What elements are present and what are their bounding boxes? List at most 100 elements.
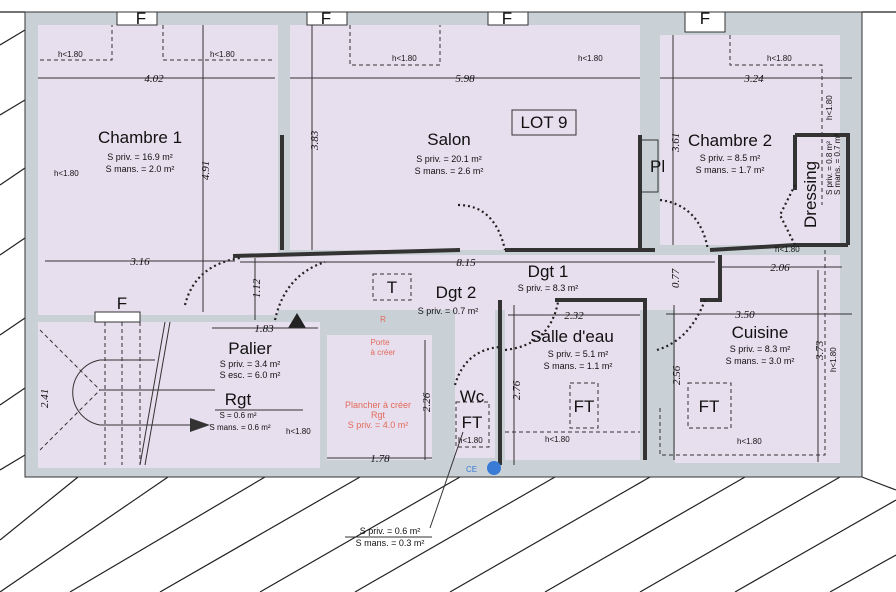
area-priv-wc: S priv. = 0.6 m² — [360, 526, 421, 536]
h-label: h<1.80 — [775, 245, 800, 254]
h-label: h<1.80 — [58, 50, 83, 59]
room-name-salon: Salon — [427, 130, 470, 149]
plancher-priv: S priv. = 4.0 m² — [348, 420, 409, 430]
area-priv-chambre-1: S priv. = 16.9 m² — [107, 152, 173, 162]
room-cuisine — [675, 255, 840, 463]
dimension-label: 3.16 — [129, 256, 150, 268]
window-label: F — [502, 9, 512, 28]
plancher-line-2: Rgt — [371, 410, 386, 420]
dimension-label: 0.77 — [670, 268, 682, 288]
area-priv-salon: S priv. = 20.1 m² — [416, 154, 482, 164]
area-mans-dressing: S mans. = 0.7 m² — [833, 134, 842, 195]
area-mans-salon: S mans. = 2.6 m² — [415, 166, 484, 176]
ft-wc: FT — [462, 413, 483, 432]
porte-a-creer-2: à créer — [371, 348, 396, 357]
dimension-label: 4.91 — [200, 161, 212, 180]
dimension-label: 4.02 — [144, 73, 164, 85]
dimension-label: 2.06 — [770, 262, 790, 274]
h-label: h<1.80 — [578, 54, 603, 63]
plancher-line-1: Plancher à créer — [345, 400, 411, 410]
window-label: F — [700, 9, 710, 28]
h-label: h<1.80 — [54, 169, 79, 178]
wc-leader-line — [429, 431, 464, 529]
room-name-wc: Wc — [460, 387, 485, 406]
room-palier — [212, 322, 320, 468]
window-label: F — [136, 9, 146, 28]
dimension-label: 2.26 — [421, 392, 433, 412]
windows — [94, 11, 726, 323]
h-label: h<1.80 — [286, 427, 311, 436]
exterior-hatching — [0, 11, 896, 592]
h-label: h<1.80 — [825, 95, 834, 120]
dimension-label: 1.12 — [251, 278, 263, 298]
dimension-label: 1.78 — [370, 453, 390, 465]
lot-box — [511, 109, 577, 136]
room-wc — [455, 310, 495, 458]
area-mans-chambre-1: S mans. = 2.0 m² — [106, 164, 175, 174]
room-name-dgt-2: Dgt 2 — [436, 283, 477, 302]
ce-label: CE — [466, 465, 477, 474]
low-height-zones — [40, 25, 826, 456]
dimension-label: 3.24 — [743, 73, 764, 85]
room-name-chambre-1: Chambre 1 — [98, 128, 182, 147]
dimension-label: 1.83 — [254, 323, 274, 335]
area-priv-dgt-1: S priv. = 8.3 m² — [518, 283, 579, 293]
dimension-label: 3.73 — [814, 340, 826, 361]
room-name-dgt-1: Dgt 1 — [528, 262, 569, 281]
room-name-palier: Palier — [228, 339, 272, 358]
ft-cuisine: FT — [699, 397, 720, 416]
dimension-label: 2.56 — [671, 365, 683, 385]
ce-marker-icon — [487, 461, 501, 475]
dimension-label: 3.83 — [309, 130, 321, 151]
room-name-salle-eau: Salle d'eau — [530, 327, 614, 346]
area-mans-wc: S mans. = 0.3 m² — [356, 538, 425, 548]
window-label: F — [321, 9, 331, 28]
dimension-lines — [38, 25, 852, 465]
pl-label: Pl — [650, 157, 665, 176]
h-label: h<1.80 — [767, 54, 792, 63]
room-name-cuisine: Cuisine — [732, 323, 789, 342]
h-label: h<1.80 — [545, 435, 570, 444]
h-label: h<1.80 — [829, 347, 838, 372]
room-chambre-2 — [660, 35, 840, 245]
h-label: h<1.80 — [210, 50, 235, 59]
dimension-label: 5.98 — [455, 73, 475, 85]
triangle-marker-icon — [288, 313, 306, 328]
room-name-rgt: Rgt — [225, 390, 252, 409]
area-mans-rgt: S mans. = 0.6 m² — [209, 423, 270, 432]
area-mans-cuisine: S mans. = 3.0 m² — [726, 356, 795, 366]
h-label: h<1.80 — [737, 437, 762, 446]
t-label: T — [387, 278, 397, 297]
room-name-dressing: Dressing — [801, 161, 820, 228]
interior-walls — [232, 133, 850, 465]
height-labels: h<1.80 h<1.80 h<1.80 h<1.80 h<1.80 h<1.8… — [54, 50, 838, 446]
room-name-chambre-2: Chambre 2 — [688, 131, 772, 150]
h-label: h<1.80 — [392, 54, 417, 63]
room-rgt-plancher — [327, 335, 432, 460]
dimension-label: 8.15 — [456, 257, 476, 269]
dimension-label: 3.50 — [734, 309, 755, 321]
staircase — [39, 321, 215, 466]
area-priv-chambre-2: S priv. = 8.5 m² — [700, 153, 761, 163]
dimension-label: 2.32 — [564, 310, 584, 322]
area-priv-salle-eau: S priv. = 5.1 m² — [548, 349, 609, 359]
room-salon — [290, 25, 640, 250]
r-marker: R — [380, 315, 386, 324]
ft-salle-eau: FT — [574, 397, 595, 416]
area-priv-dressing: S priv. = 0.8 m² — [825, 141, 834, 195]
dimension-label: 3.61 — [670, 133, 682, 153]
area-mans-chambre-2: S mans. = 1.7 m² — [696, 165, 765, 175]
dimension-label: 2.76 — [511, 380, 523, 400]
area-esc-palier: S esc. = 6.0 m² — [220, 370, 281, 380]
dimension-label: 2.41 — [39, 389, 51, 408]
window-label: F — [117, 294, 127, 313]
lot-label: LOT 9 — [521, 113, 568, 132]
area-rgt: S = 0.6 m² — [219, 411, 256, 420]
room-chambre-1 — [38, 25, 278, 315]
area-priv-dgt-2: S priv. = 0.7 m² — [418, 306, 479, 316]
porte-a-creer-1: Porte — [370, 338, 390, 347]
area-priv-cuisine: S priv. = 8.3 m² — [730, 344, 791, 354]
area-priv-palier: S priv. = 3.4 m² — [220, 359, 281, 369]
